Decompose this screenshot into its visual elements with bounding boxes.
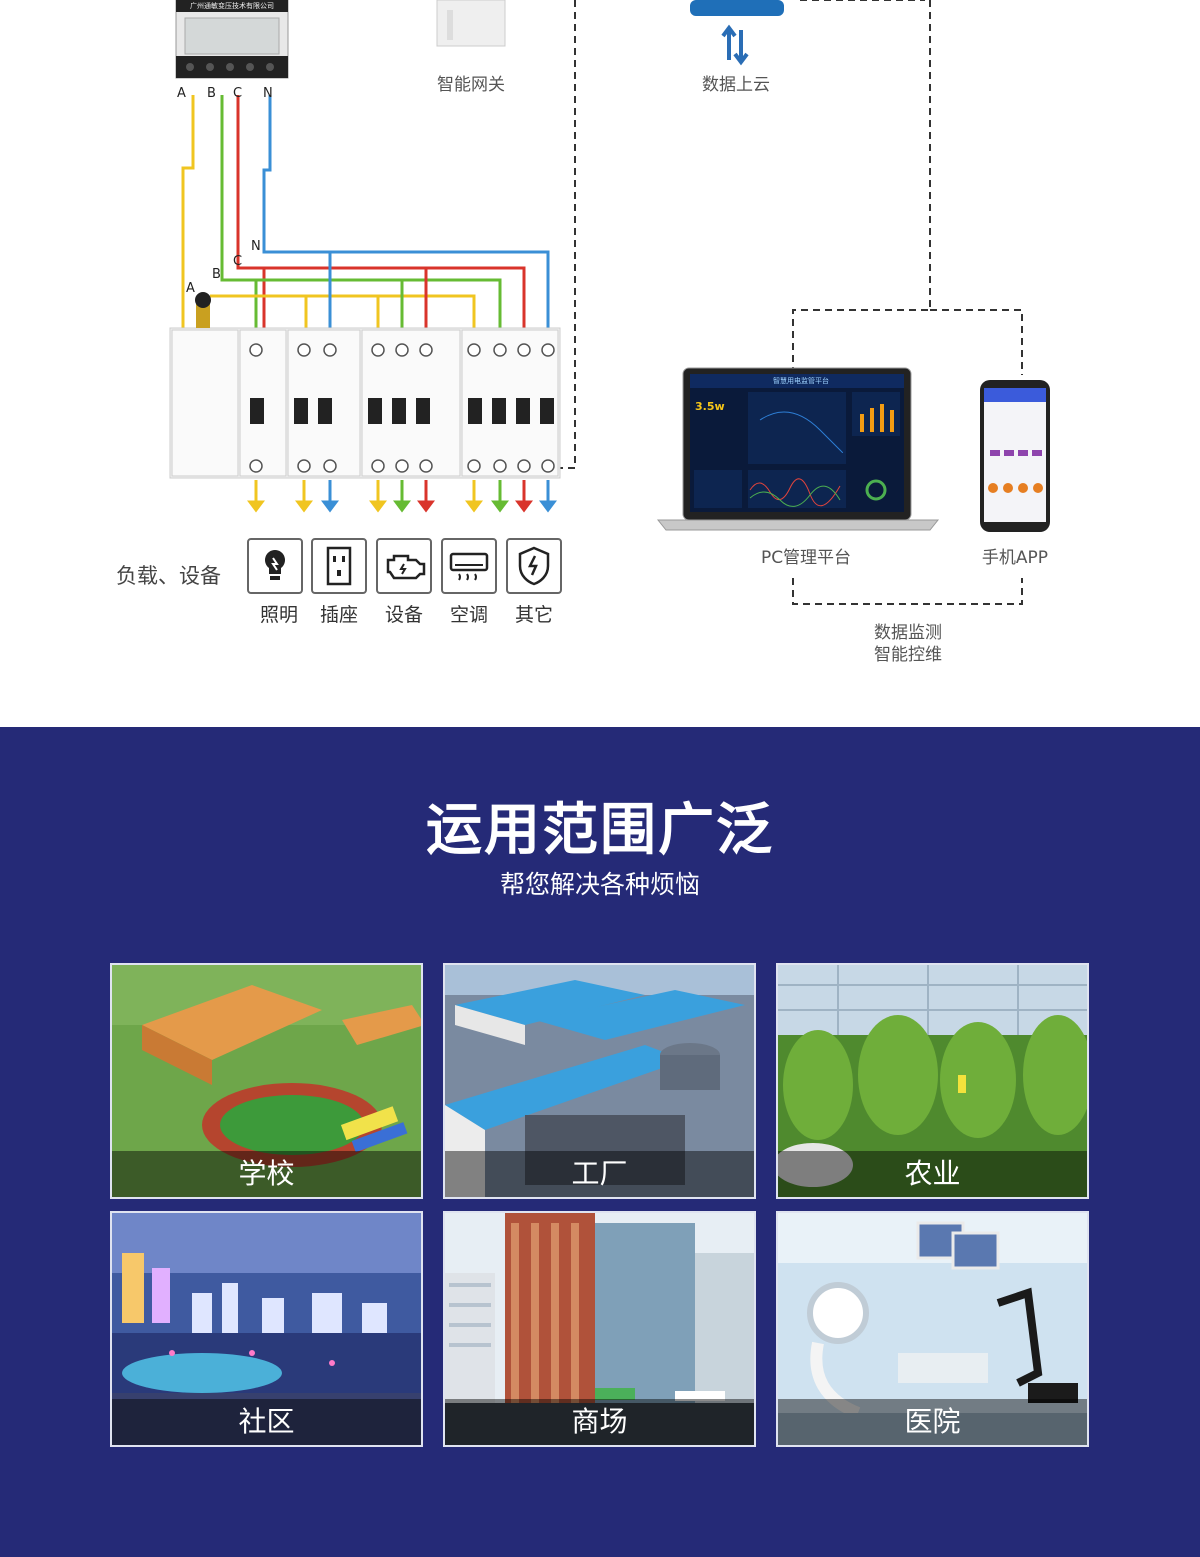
socket-icon <box>311 538 367 594</box>
application-section: 运用范围广泛 帮您解决各种烦恼 学校 工厂 <box>0 727 1200 1557</box>
scene-label: 学校 <box>112 1151 421 1197</box>
scene-school: 学校 <box>110 963 423 1199</box>
mobile-app-label: 手机APP <box>981 548 1049 568</box>
load-label-equipment: 设备 <box>384 604 423 626</box>
engine-icon <box>376 538 432 594</box>
load-label-other: 其它 <box>514 604 553 626</box>
monitor-label-2: 智能控维 <box>874 645 942 665</box>
laptop-pc <box>656 367 940 531</box>
scene-greenhouse: 农业 <box>776 963 1089 1199</box>
bulb-icon <box>247 538 303 594</box>
scene-label: 商场 <box>445 1399 754 1445</box>
dashboard-power-value: 3.5w <box>695 400 725 413</box>
load-label-lighting: 照明 <box>259 604 298 626</box>
scene-label: 社区 <box>112 1399 421 1445</box>
scene-mall: 商场 <box>443 1211 756 1447</box>
upload-arrows-icon <box>721 24 749 66</box>
wiring-diagram <box>169 0 1050 605</box>
scene-label: 医院 <box>778 1399 1087 1445</box>
meter-brand-text: 广州通敏变压技术有限公司 <box>190 2 274 10</box>
meter-phase-b: B <box>207 86 216 101</box>
meter-phase-a: A <box>177 86 186 101</box>
scene-hospital: 医院 <box>776 1211 1089 1447</box>
system-diagram: 广州通敏变压技术有限公司 A B C N N C B A 智能网关 数据上云 P… <box>0 0 1200 727</box>
gateway-device <box>436 0 506 47</box>
scene-factory: 工厂 <box>443 963 756 1199</box>
output-arrows <box>247 480 557 513</box>
scene-label: 农业 <box>778 1151 1087 1197</box>
meter-phase-c: C <box>233 86 243 101</box>
load-label-ac: 空调 <box>449 604 488 626</box>
cloud-device <box>690 0 784 16</box>
section-subtitle: 帮您解决各种烦恼 <box>499 870 700 899</box>
air-conditioner-icon <box>441 538 497 594</box>
cloud-label: 数据上云 <box>702 75 770 95</box>
scene-community: 社区 <box>110 1211 423 1447</box>
shield-icon <box>506 538 562 594</box>
monitor-label-1: 数据监测 <box>874 623 942 643</box>
bus-phase-a: A <box>186 281 195 296</box>
scene-label: 工厂 <box>445 1151 754 1197</box>
dashboard-title: 智慧用电监管平台 <box>773 377 829 385</box>
bus-phase-c: C <box>233 254 243 269</box>
meter-phase-n: N <box>263 86 273 101</box>
phase-wires <box>181 95 550 330</box>
phone-device <box>980 380 1050 532</box>
energy-meter <box>175 0 289 79</box>
pc-platform-label: PC管理平台 <box>760 548 852 568</box>
load-label-socket: 插座 <box>319 604 358 626</box>
loads-title: 负载、设备 <box>116 564 221 588</box>
breaker-panel <box>169 292 561 479</box>
gateway-label: 智能网关 <box>437 75 505 95</box>
section-title: 运用范围广泛 <box>426 798 774 863</box>
bus-phase-n: N <box>251 239 261 254</box>
bus-phase-b: B <box>212 267 221 282</box>
